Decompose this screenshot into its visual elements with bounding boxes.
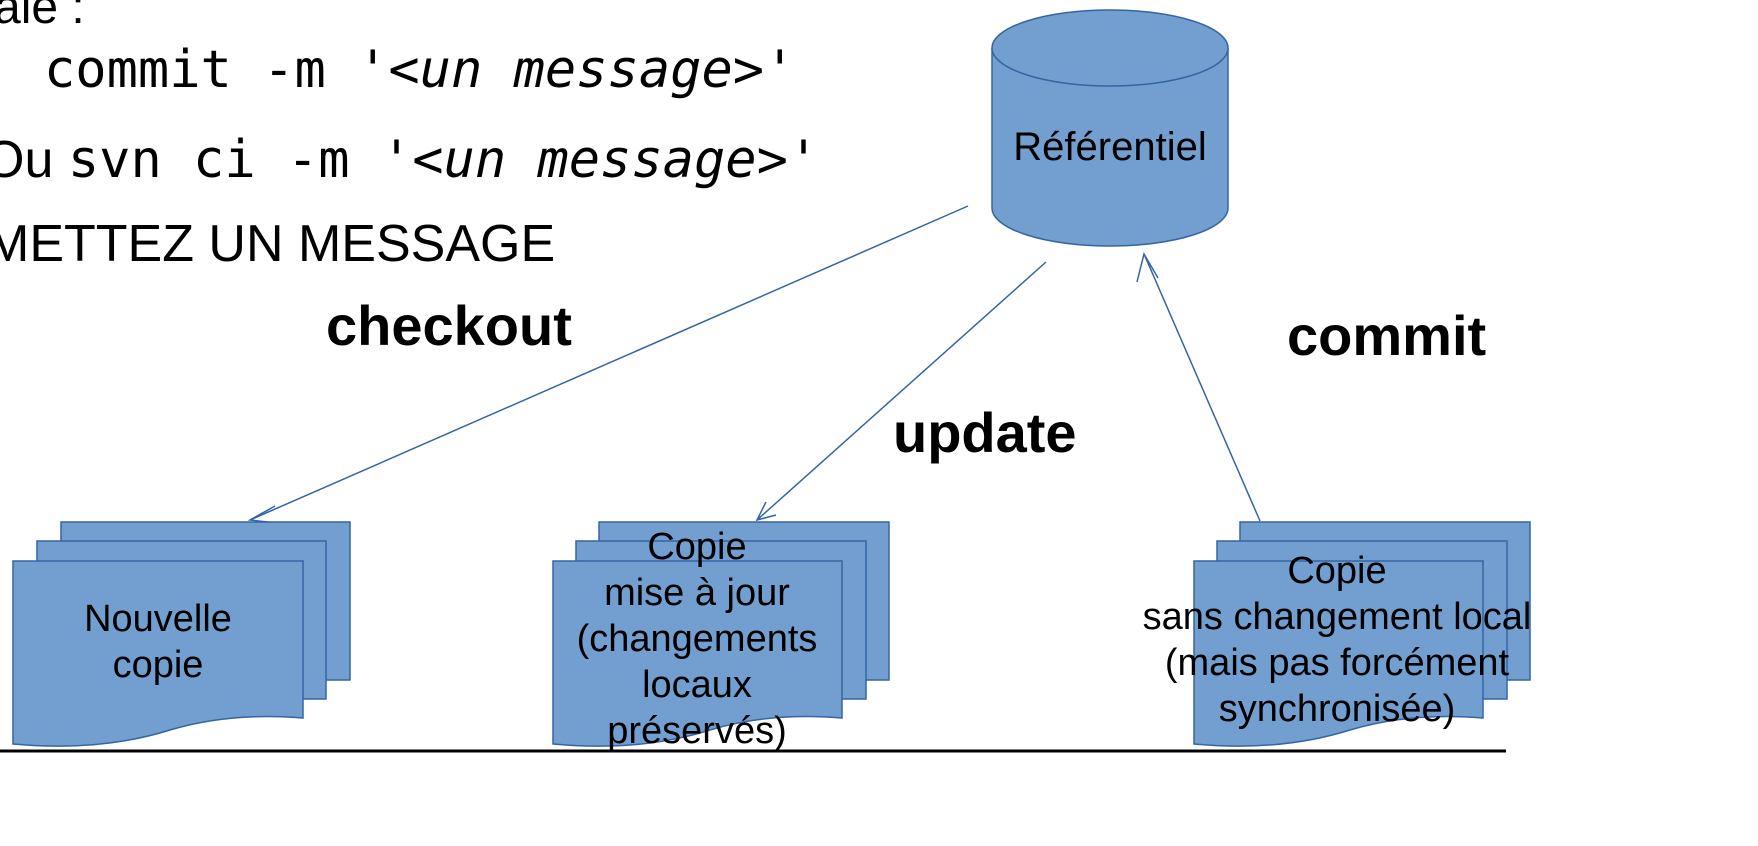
command-quote: ' bbox=[764, 40, 796, 100]
unchanged-copy-line: synchronisée) bbox=[1218, 688, 1456, 730]
unchanged-copy-label: Copie sans changement local (mais pas fo… bbox=[1143, 548, 1532, 732]
command-placeholder: <un message> bbox=[412, 130, 788, 190]
warning-line: METTEZ UN MESSAGE bbox=[0, 215, 556, 273]
command-prefix: Ou bbox=[0, 131, 54, 189]
repository-cylinder bbox=[991, 9, 1229, 247]
updated-copy-label: Copie mise à jour (changements locaux pr… bbox=[577, 524, 818, 754]
unchanged-copy-line: sans changement local bbox=[1142, 596, 1532, 638]
repository-label: Référentiel bbox=[1013, 125, 1207, 169]
unchanged-copy-line: Copie bbox=[1287, 550, 1387, 592]
updated-copy-line: (changements bbox=[576, 618, 818, 660]
updated-copy-line: préservés) bbox=[607, 710, 787, 752]
checkout-label: checkout bbox=[326, 294, 572, 357]
updated-copy-line: locaux bbox=[642, 664, 752, 706]
document-stack-new-copy bbox=[12, 521, 351, 747]
commit-command-line: commit -m '<un message>' bbox=[44, 44, 795, 96]
update-label: update bbox=[893, 401, 1077, 464]
command-code: svn ci -m ' bbox=[67, 130, 413, 190]
arrow-commit bbox=[1136, 252, 1261, 522]
updated-copy-line: Copie bbox=[647, 526, 747, 568]
document-stack-unchanged-copy bbox=[1193, 521, 1531, 747]
new-copy-line: Nouvelle bbox=[84, 598, 232, 640]
updated-copy-line: mise à jour bbox=[604, 572, 790, 614]
new-copy-label: Nouvelle copie bbox=[84, 596, 232, 688]
command-quote: ' bbox=[787, 130, 820, 190]
command-placeholder: <un message> bbox=[388, 40, 765, 100]
commit-label: commit bbox=[1287, 304, 1487, 367]
unchanged-copy-line: (mais pas forcément bbox=[1164, 642, 1510, 684]
new-copy-line: copie bbox=[112, 644, 204, 686]
document-stack-updated-copy bbox=[552, 521, 890, 747]
arrow-update bbox=[755, 261, 1047, 522]
arrow-checkout bbox=[247, 205, 969, 524]
text-line-1: ale : bbox=[0, 0, 85, 34]
svn-command-line: Ou svn ci -m '<un message>' bbox=[0, 134, 819, 186]
command-code: commit -m ' bbox=[44, 40, 389, 100]
